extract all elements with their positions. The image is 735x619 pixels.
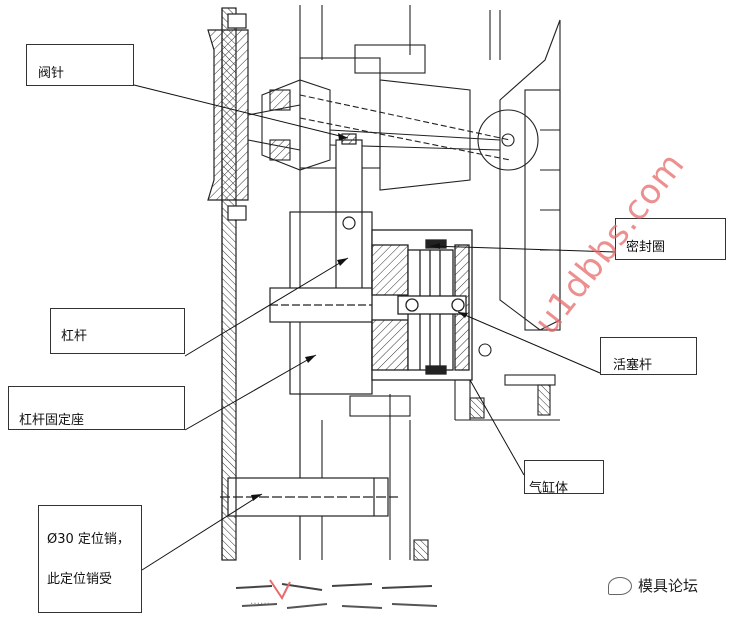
callout-valve-pin: 阀针	[26, 44, 134, 86]
leader-lines	[133, 84, 616, 571]
forum-logo-text: 模具论坛	[638, 577, 699, 595]
forum-logo: 模具论坛	[608, 575, 698, 596]
callout-lever-seat-label: 杠杆固定座	[19, 413, 85, 428]
callout-lever-seat: 杠杆固定座	[8, 386, 185, 430]
footer-text: ……	[250, 596, 270, 607]
hot-runner-nozzle	[247, 79, 331, 171]
cylinder-body-part	[371, 229, 473, 381]
leader-arrowheads	[251, 133, 468, 501]
callout-seal-ring-label: 密封圈	[626, 240, 666, 255]
callout-locating-pin: Ø30 定位销， 此定位销受	[38, 505, 142, 613]
callout-lever: 杠杆	[50, 308, 185, 354]
callout-piston-rod-label: 活塞杆	[613, 358, 653, 373]
callout-locating-pin-line1: Ø30 定位销，	[47, 532, 130, 547]
footer-scribble	[235, 579, 438, 609]
callout-seal-ring: 密封圈	[615, 218, 726, 260]
callout-valve-pin-label: 阀针	[38, 66, 65, 81]
callout-cylinder-body-label: 气缸体	[529, 481, 569, 494]
wechat-icon	[608, 576, 632, 595]
callout-piston-rod: 活塞杆	[600, 337, 697, 375]
locating-ring	[207, 13, 249, 221]
callout-cylinder-body: 气缸体	[524, 460, 604, 494]
lower-frame	[299, 343, 560, 561]
callout-lever-label: 杠杆	[61, 329, 88, 344]
callout-locating-pin-line2: 此定位销受	[47, 572, 113, 587]
locating-pin-d30	[220, 477, 398, 517]
